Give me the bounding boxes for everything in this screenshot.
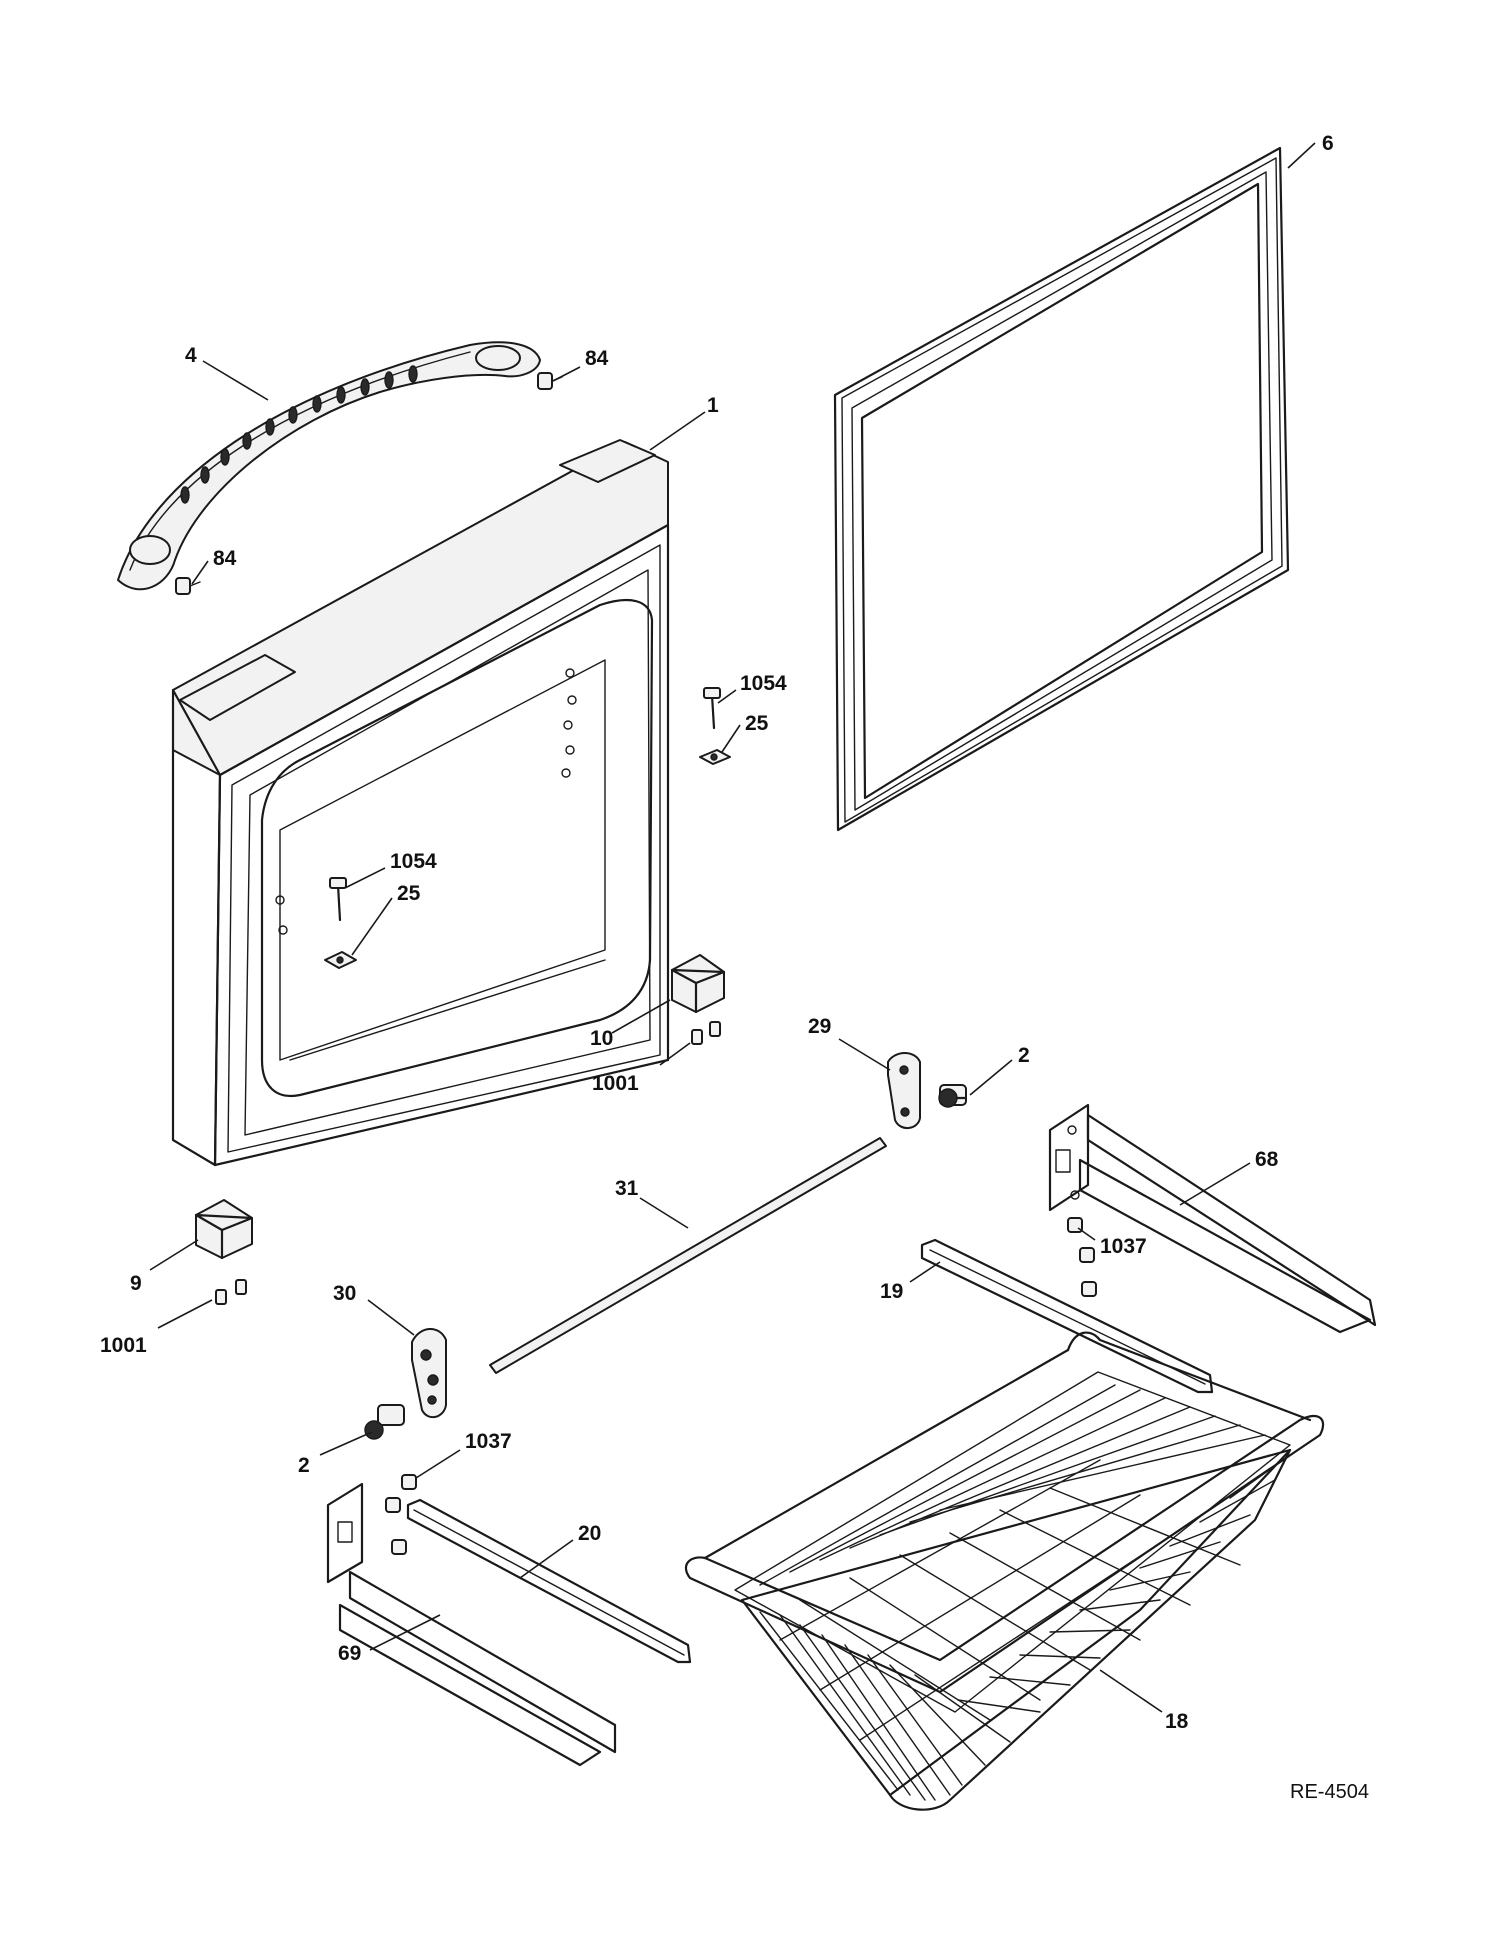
screws-1037-left bbox=[385, 1474, 417, 1555]
handle-screw-lower bbox=[175, 577, 201, 595]
connecting-rod-31 bbox=[489, 1137, 887, 1374]
callout-31: 31 bbox=[615, 1177, 639, 1200]
door-handle bbox=[117, 341, 541, 591]
callout-labels: 6 4 84 1 84 1054 25 1054 25 10 1001 29 2… bbox=[100, 132, 1334, 1733]
gear-2-right bbox=[938, 1084, 968, 1108]
slide-rail-20 bbox=[406, 1498, 692, 1664]
screw-1054-left bbox=[329, 877, 347, 922]
slide-rail-19 bbox=[920, 1238, 1214, 1394]
callout-25-right: 25 bbox=[745, 712, 769, 735]
callout-25-left: 25 bbox=[397, 882, 421, 905]
leader-lines bbox=[149, 142, 1316, 1713]
callout-84-lower: 84 bbox=[213, 547, 237, 570]
drawer-rail-69 bbox=[326, 1482, 617, 1767]
cam-bracket-30 bbox=[411, 1328, 447, 1419]
callout-2-right: 2 bbox=[1018, 1044, 1030, 1067]
callout-69: 69 bbox=[338, 1642, 361, 1665]
gear-2-left bbox=[364, 1404, 405, 1440]
wire-basket-18 bbox=[684, 1331, 1325, 1811]
callout-1001-left: 1001 bbox=[100, 1334, 147, 1357]
callout-9: 9 bbox=[130, 1272, 142, 1295]
callout-1: 1 bbox=[707, 394, 719, 417]
callout-1037-right: 1037 bbox=[1100, 1235, 1147, 1258]
freezer-door bbox=[171, 439, 670, 1167]
callout-68: 68 bbox=[1255, 1148, 1279, 1171]
cam-bracket-29 bbox=[887, 1052, 921, 1129]
screws-1037-right bbox=[1067, 1217, 1097, 1297]
callout-2-left: 2 bbox=[298, 1454, 310, 1477]
callout-30: 30 bbox=[333, 1282, 356, 1305]
screws-1001-right bbox=[691, 1021, 721, 1045]
callout-1001-right: 1001 bbox=[592, 1072, 639, 1095]
door-gasket bbox=[833, 146, 1290, 832]
callout-19: 19 bbox=[880, 1280, 903, 1303]
drawer-rail-68 bbox=[1048, 1103, 1377, 1334]
callout-10: 10 bbox=[590, 1027, 613, 1050]
bracket-25-right bbox=[699, 749, 731, 765]
callout-1054-left: 1054 bbox=[390, 850, 437, 873]
reference-code: RE-4504 bbox=[1290, 1781, 1369, 1803]
callout-4: 4 bbox=[185, 344, 197, 367]
callout-29: 29 bbox=[808, 1015, 831, 1038]
hinge-block-10 bbox=[670, 954, 726, 1014]
callout-20: 20 bbox=[578, 1522, 601, 1545]
callout-6: 6 bbox=[1322, 132, 1334, 155]
callout-84-upper: 84 bbox=[585, 347, 609, 370]
screw-1054-right bbox=[703, 687, 721, 730]
bracket-25-left bbox=[324, 951, 357, 969]
callout-18: 18 bbox=[1165, 1710, 1189, 1733]
screws-1001-left bbox=[215, 1279, 247, 1305]
callout-1037-left: 1037 bbox=[465, 1430, 512, 1453]
callout-1054-right: 1054 bbox=[740, 672, 787, 695]
handle-screw-upper bbox=[537, 372, 563, 390]
hinge-block-9 bbox=[194, 1199, 254, 1260]
